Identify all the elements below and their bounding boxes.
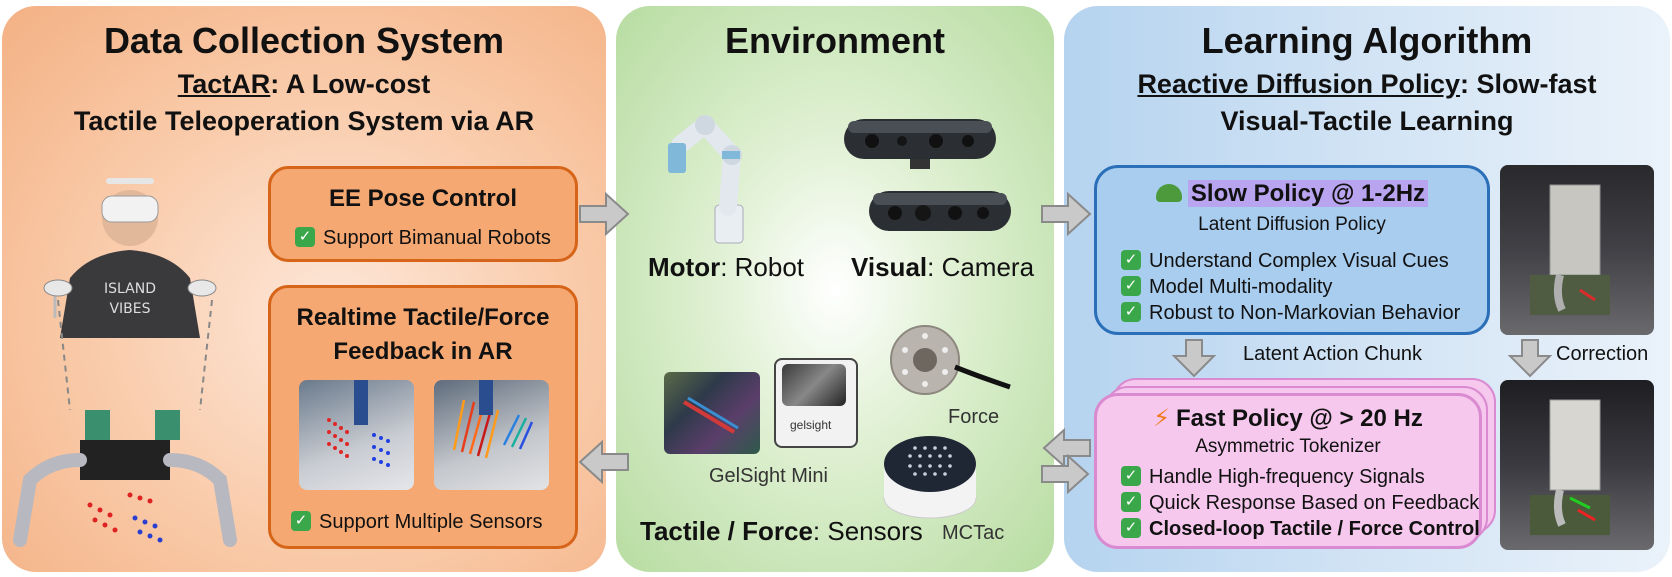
arrow-down-correction xyxy=(1508,339,1552,378)
fast-policy-title: Fast Policy @ > 20 Hz xyxy=(1176,405,1423,432)
arrow-down-latent xyxy=(1172,339,1216,378)
fast-item-2: ✓ Quick Response Based on Feedback xyxy=(1121,490,1479,516)
support-bimanual-item: ✓ Support Bimanual Robots xyxy=(295,225,551,251)
slow-item-2: ✓ Model Multi-modality xyxy=(1121,274,1332,300)
check-icon: ✓ xyxy=(1121,249,1141,270)
check-icon: ✓ xyxy=(1121,301,1141,322)
check-icon: ✓ xyxy=(291,510,311,531)
visual-rest: : Camera xyxy=(927,252,1035,282)
turtle-icon xyxy=(1155,183,1182,202)
learning-algorithm-subtitle: Reactive Diffusion Policy: Slow-fast Vis… xyxy=(1064,66,1670,140)
fast-policy-title-row: ⚡Fast Policy @ > 20 Hz xyxy=(1097,404,1479,433)
shirt-text-1: ISLAND xyxy=(104,281,156,297)
support-multiple-sensors-text: Support Multiple Sensors xyxy=(319,511,543,533)
environment-title: Environment xyxy=(724,20,946,61)
ar-feedback-image-1 xyxy=(299,380,414,490)
motor-robot-label: Motor: Robot xyxy=(648,252,804,283)
visual-camera-label: Visual: Camera xyxy=(851,252,1034,283)
environment-panel xyxy=(616,6,1054,572)
motor-rest: : Robot xyxy=(720,252,805,282)
slow-policy-title-row: Slow Policy @ 1-2Hz xyxy=(1097,180,1487,208)
rdp-name: Reactive Diffusion Policy xyxy=(1137,69,1461,99)
operator-vr-photo: ISLAND VIBES xyxy=(43,178,217,338)
slow-item-1-text: Understand Complex Visual Cues xyxy=(1149,250,1449,272)
subtitle-line2: Tactile Teleoperation System via AR xyxy=(73,106,535,136)
fast-item-3: ✓ Closed-loop Tactile / Force Control xyxy=(1121,516,1480,542)
check-icon: ✓ xyxy=(1121,465,1141,486)
force-sensor-image xyxy=(890,325,1011,395)
fast-item-2-text: Quick Response Based on Feedback xyxy=(1149,492,1480,514)
fast-item-3-text: Closed-loop Tactile / Force Control xyxy=(1149,518,1480,540)
check-icon: ✓ xyxy=(1121,517,1141,538)
support-multiple-sensors-item: ✓ Support Multiple Sensors xyxy=(291,509,542,535)
correction-label: Correction xyxy=(1556,343,1649,365)
slow-item-3: ✓ Robust to Non-Markovian Behavior xyxy=(1121,300,1460,326)
ar-feedback-image-2 xyxy=(434,380,549,490)
tactar-name: TactAR xyxy=(177,69,271,99)
data-collection-subtitle: TactAR: A Low-cost Tactile Teleoperation… xyxy=(2,66,606,140)
gelsight-logo-text: gelsight xyxy=(790,418,832,432)
fast-item-1: ✓ Handle High-frequency Signals xyxy=(1121,464,1425,490)
slow-policy-box: Slow Policy @ 1-2Hz Latent Diffusion Pol… xyxy=(1094,165,1490,335)
arrow-right-to-environment xyxy=(579,192,630,236)
ee-pose-control-title: EE Pose Control xyxy=(328,185,518,212)
tactile-feedback-box: Realtime Tactile/Force Feedback in AR xyxy=(268,285,578,549)
subtitle-rest: : A Low-cost xyxy=(270,69,431,99)
slow-policy-title: Slow Policy @ 1-2Hz xyxy=(1187,180,1429,207)
tactile-bold: Tactile / Force xyxy=(640,516,813,546)
check-icon: ✓ xyxy=(1121,275,1141,296)
tactile-force-sensors-label: Tactile / Force: Sensors xyxy=(640,516,923,547)
gripper-photo-top xyxy=(1500,165,1654,335)
check-icon: ✓ xyxy=(1121,491,1141,512)
fast-policy-subtitle: Asymmetric Tokenizer xyxy=(1195,436,1381,457)
tactile-feedback-title-2: Feedback in AR xyxy=(333,338,513,365)
slow-item-3-text: Robust to Non-Markovian Behavior xyxy=(1149,302,1461,324)
gelsight-mini-label: GelSight Mini xyxy=(709,465,828,487)
rdp-subtitle-line2: Visual-Tactile Learning xyxy=(1220,106,1514,136)
arrow-to-slow-policy xyxy=(1041,192,1092,236)
force-label: Force xyxy=(948,406,1000,428)
data-collection-title: Data Collection System xyxy=(103,20,505,61)
depth-camera-top xyxy=(844,119,996,169)
slow-policy-subtitle: Latent Diffusion Policy xyxy=(1198,214,1386,235)
motor-bold: Motor xyxy=(648,252,721,282)
slow-item-1: ✓ Understand Complex Visual Cues xyxy=(1121,248,1449,274)
teleop-dashed-lines xyxy=(57,300,213,410)
tactile-feedback-title-1: Realtime Tactile/Force xyxy=(296,304,550,331)
mctac-label: MCTac xyxy=(942,522,1005,544)
shirt-text-2: VIBES xyxy=(109,301,150,317)
slow-item-2-text: Model Multi-modality xyxy=(1149,276,1333,298)
visual-bold: Visual xyxy=(851,252,928,282)
latent-action-chunk-label: Latent Action Chunk xyxy=(1243,343,1423,365)
robot-arm-image xyxy=(668,115,744,244)
ee-pose-control-box: EE Pose Control ✓ Support Bimanual Robots xyxy=(268,166,578,262)
support-bimanual-text: Support Bimanual Robots xyxy=(323,227,551,249)
depth-camera-bottom xyxy=(869,191,1011,231)
check-icon: ✓ xyxy=(295,226,315,247)
mctac-sensor-image xyxy=(883,436,977,519)
tactile-rest: : Sensors xyxy=(812,516,923,546)
gelsight-device-image: gelsight xyxy=(774,358,858,448)
gripper-photo-bottom xyxy=(1500,380,1654,550)
learning-algorithm-title: Learning Algorithm xyxy=(1201,20,1533,61)
gelsight-tactile-image xyxy=(664,372,760,454)
bidirectional-arrow-fast-policy xyxy=(1041,428,1091,494)
rdp-subtitle-rest: : Slow-fast xyxy=(1460,69,1597,99)
bimanual-ar-view xyxy=(13,410,237,547)
fast-item-1-text: Handle High-frequency Signals xyxy=(1149,466,1425,488)
arrow-left-to-feedback xyxy=(578,440,629,484)
lightning-icon: ⚡ xyxy=(1153,405,1170,432)
fast-policy-box: ⚡Fast Policy @ > 20 Hz Asymmetric Tokeni… xyxy=(1094,393,1482,549)
